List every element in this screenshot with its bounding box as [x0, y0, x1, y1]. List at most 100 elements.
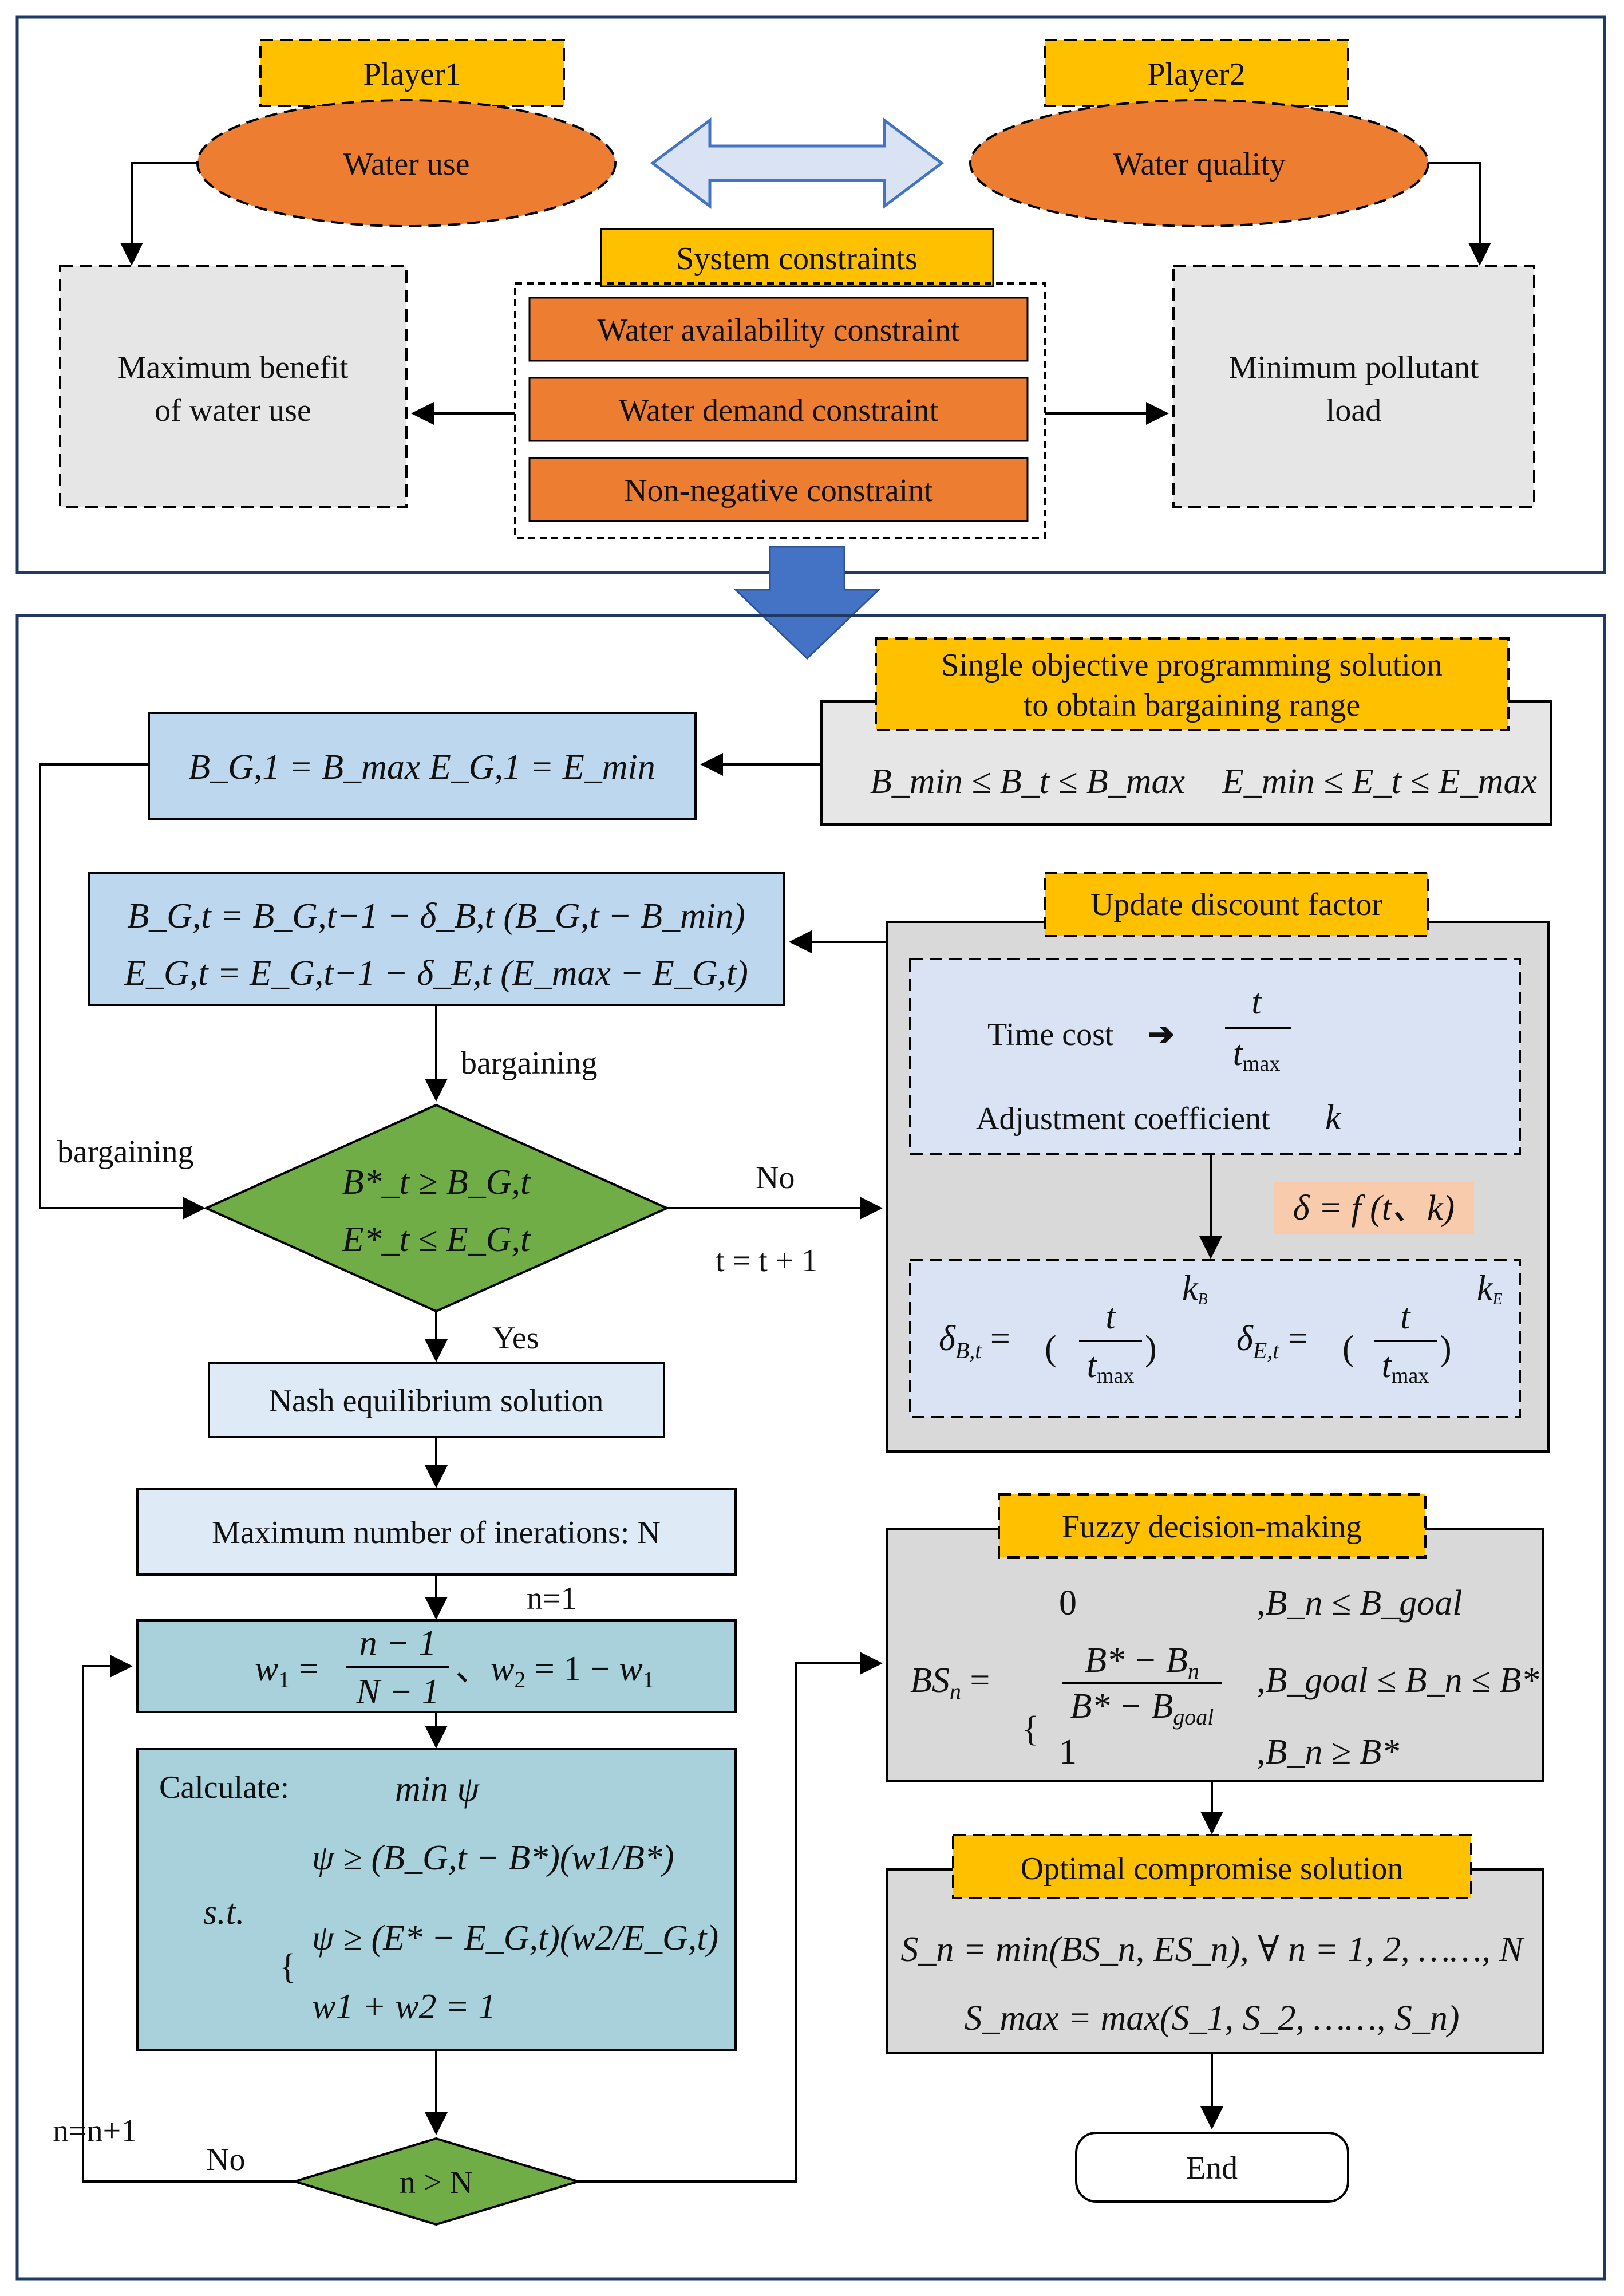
- bs-case3-cond: ,B_n ≥ B*: [1256, 1733, 1399, 1772]
- update-discount-label: Update discount factor: [1090, 887, 1382, 922]
- bs-case3: 1: [1059, 1733, 1077, 1772]
- arrow-water-quality-down: [1428, 162, 1491, 266]
- system-constraints-label: System constraints: [676, 241, 918, 277]
- constraint1-box: [528, 297, 1029, 362]
- min-psi-label: min ψ: [395, 1770, 480, 1809]
- bargaining-label-1: bargaining: [461, 1046, 597, 1081]
- single-objective-line2: to obtain bargaining range: [1024, 688, 1360, 723]
- player2-label: Player2: [1147, 57, 1245, 92]
- time-cost-t: t: [1251, 983, 1262, 1021]
- adjustment-k: k: [1325, 1098, 1342, 1137]
- update-formula-b: B_G,t = B_G,t−1 − δ_B,t (B_G,t − B_min): [127, 897, 745, 936]
- right-arrow-icon: ➔: [1148, 1017, 1175, 1052]
- iteration-check-diamond: [291, 2137, 582, 2226]
- bs-case2-num: B* − Bn: [1085, 1641, 1199, 1684]
- weight-sum-constraint: w1 + w2 = 1: [312, 1987, 496, 2026]
- calculate-box: [136, 1748, 737, 2051]
- constraint1-label: Water availability constraint: [597, 313, 959, 348]
- psi-constraint-2: ψ ≥ (E* − E_G,t)(w2/E_G,t): [312, 1919, 718, 1958]
- player1-label: Player1: [363, 57, 461, 92]
- init-box: [148, 712, 697, 820]
- max-benefit-box: [59, 265, 408, 508]
- w1-num: n − 1: [359, 1624, 437, 1663]
- end-label: End: [1186, 2151, 1238, 2186]
- fuzzy-box: [886, 1528, 1544, 1782]
- delta-f-label: δ = f (t、k): [1293, 1189, 1455, 1228]
- no-label-1: No: [756, 1160, 795, 1196]
- range-formula-e: E_min ≤ E_t ≤ E_max: [1222, 762, 1538, 801]
- min-pollutant-line1: Minimum pollutant: [1228, 350, 1479, 385]
- player1-label-box: [259, 39, 565, 107]
- system-constraints-group: [514, 282, 1046, 539]
- no-label-2: No: [206, 2142, 245, 2177]
- constraint2-box: [528, 377, 1029, 442]
- calculate-label: Calculate:: [159, 1770, 289, 1805]
- yes-label: Yes: [492, 1320, 539, 1356]
- delta-e-paren: (: [1342, 1329, 1354, 1368]
- delta-b-paren-close: ): [1145, 1329, 1157, 1368]
- n1-label: n=1: [527, 1581, 577, 1616]
- delta-b-lhs: δB,t =: [939, 1319, 1010, 1363]
- w2-expr: 、w2 = 1 − w1: [455, 1650, 654, 1693]
- max-benefit-line2: of water use: [155, 393, 311, 428]
- min-pollutant-box: [1172, 265, 1535, 508]
- constraint3-label: Non-negative constraint: [624, 473, 933, 508]
- arrow-init-loop: [39, 763, 206, 1220]
- bargaining-label-2: bargaining: [57, 1134, 193, 1170]
- nash-label: Nash equilibrium solution: [269, 1383, 604, 1419]
- water-quality-label: Water quality: [1113, 147, 1286, 182]
- update-box: [88, 872, 785, 1006]
- update-formula-e: E_G,t = E_G,t−1 − δ_E,t (E_max − E_G,t): [124, 954, 748, 993]
- optimal-box: [886, 1868, 1544, 2054]
- single-objective-line1: Single objective programming solution: [941, 648, 1443, 683]
- delta-e-paren-close: ): [1440, 1329, 1452, 1368]
- bargaining-decision-diamond: [203, 1103, 670, 1313]
- init-formula: B_G,1 = B_max E_G,1 = E_min: [188, 748, 655, 787]
- fuzzy-label: Fuzzy decision-making: [1062, 1509, 1362, 1545]
- t-increment-label: t = t + 1: [716, 1243, 817, 1279]
- constraint3-box: [528, 457, 1029, 522]
- bs-case1-cond: ,B_n ≤ B_goal: [1256, 1584, 1463, 1623]
- delta-e-t: t: [1400, 1297, 1411, 1336]
- player2-label-box: [1044, 39, 1349, 107]
- condition-b: B*_t ≥ B_G,t: [342, 1163, 531, 1202]
- delta-formula-box: [909, 1259, 1521, 1418]
- arrow-iteration-to-fuzzy: [578, 1652, 883, 2183]
- delta-f-box: [1274, 1182, 1474, 1234]
- psi-constraint-1: ψ ≥ (B_G,t − B*)(w1/B*): [312, 1839, 674, 1877]
- min-pollutant-line2: load: [1326, 393, 1381, 428]
- time-cost-box: [909, 958, 1521, 1155]
- water-use-label: Water use: [343, 147, 470, 182]
- bs-brace: {: [1022, 1710, 1039, 1749]
- max-iterations-box: [136, 1488, 737, 1576]
- single-objective-label-box: [875, 637, 1510, 731]
- st-label: s.t.: [203, 1893, 244, 1932]
- time-cost-label: Time cost: [987, 1017, 1114, 1052]
- smax-formula: S_max = max(S_1, S_2, ……, S_n): [965, 1999, 1460, 2038]
- delta-e-lhs: δE,t =: [1236, 1319, 1308, 1363]
- n-gt-N-label: n > N: [400, 2165, 473, 2200]
- w1-den: N − 1: [355, 1672, 439, 1711]
- calc-brace: {: [279, 1947, 297, 1986]
- arrow-no-loop: [82, 1655, 295, 2183]
- update-discount-label-box: [1044, 872, 1429, 937]
- bottom-panel: [15, 614, 1606, 2281]
- big-down-arrow: [733, 546, 881, 660]
- bs-case2-den: B* − Bgoal: [1070, 1687, 1214, 1730]
- constraint2-label: Water demand constraint: [619, 393, 939, 428]
- system-constraints-label-box: [600, 228, 994, 287]
- fuzzy-label-box: [998, 1493, 1427, 1559]
- delta-b-paren: (: [1045, 1329, 1057, 1368]
- optimal-label: Optimal compromise solution: [1021, 1851, 1404, 1887]
- range-formula-b: B_min ≤ B_t ≤ B_max: [870, 762, 1186, 801]
- optimal-label-box: [952, 1834, 1472, 1899]
- condition-e: E*_t ≤ E_G,t: [342, 1220, 531, 1259]
- adjustment-coefficient-label: Adjustment coefficient: [976, 1101, 1270, 1137]
- double-arrow: [650, 117, 945, 209]
- bs-case2-cond: ,B_goal ≤ B_n ≤ B*: [1256, 1661, 1539, 1700]
- max-benefit-line1: Maximum benefit: [118, 350, 349, 385]
- sn-formula: S_n = min(BS_n, ES_n), ∀ n = 1, 2, ……, N: [900, 1930, 1525, 1969]
- arrow-water-use-down: [120, 162, 197, 266]
